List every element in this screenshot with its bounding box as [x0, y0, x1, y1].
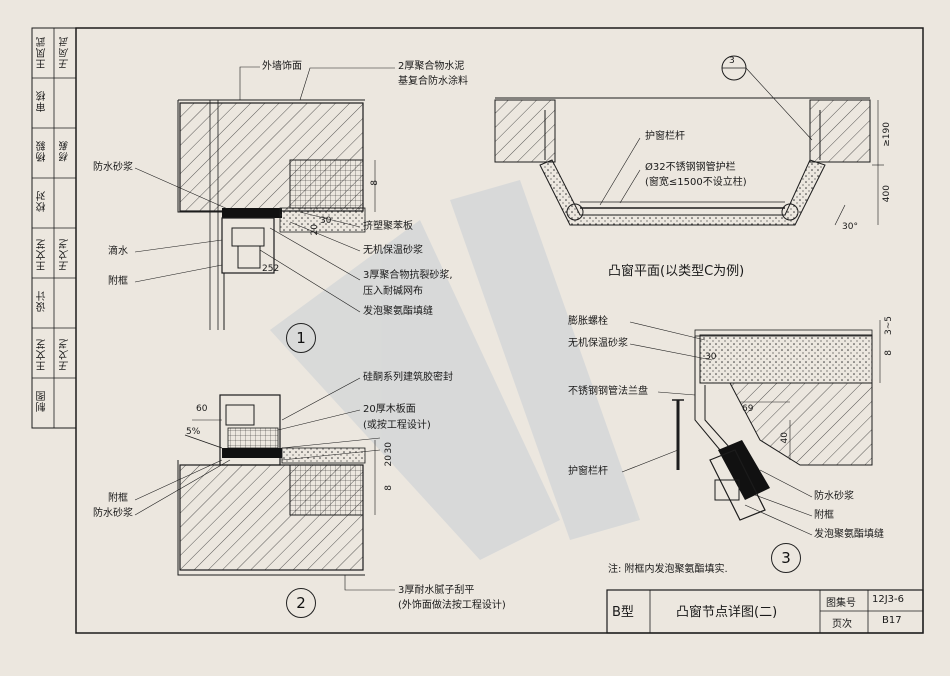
detail-2-number: 2: [286, 588, 316, 618]
sidebar-role-3: 杨毅: [37, 140, 48, 162]
title-block-page-number: B17: [882, 615, 902, 626]
label-anticrack-2: 压入耐碱网布: [363, 286, 423, 297]
detail-2-drawing: [134, 377, 395, 591]
dim-30-d3: 30: [705, 352, 717, 362]
dim-8-d1: 8: [370, 180, 380, 186]
detail-1-number: 1: [286, 323, 316, 353]
sidebar-role-7: 王文芝: [37, 338, 48, 371]
label-steel-pipe-2: (窗宽≤1500不设立柱): [645, 177, 747, 188]
dim-20-d2: 20: [384, 455, 394, 467]
detail-1-drawing: [134, 66, 395, 330]
label-putty: 3厚耐水腻子刮平: [398, 585, 475, 596]
dim-69-d3: 69: [742, 404, 754, 414]
label-flange: 不锈钢钢管法兰盘: [568, 386, 648, 397]
sidebar-signature-3: 杨毅: [60, 140, 71, 162]
dim-60-d2: 60: [196, 404, 208, 414]
sidebar-role-2: 审核: [37, 90, 48, 112]
sidebar-role-6: 设计: [37, 290, 48, 312]
detail-3-number: 3: [771, 543, 801, 573]
label-inorganic-mortar-1: 无机保温砂浆: [363, 245, 423, 256]
label-anticrack: 3厚聚合物抗裂砂浆,: [363, 270, 453, 281]
label-foam-1: 发泡聚氨酯填缝: [363, 306, 433, 317]
watermark: [270, 180, 640, 560]
label-inorganic-mortar-3: 无机保温砂浆: [568, 338, 628, 349]
plan-drawing: [494, 55, 884, 226]
label-expansion-bolt: 膨胀螺栓: [568, 316, 608, 327]
label-xps-board: 挤塑聚苯板: [363, 221, 413, 232]
label-coating-2: 基复合防水涂料: [398, 76, 468, 87]
dim-slope-d2: 5%: [186, 427, 201, 437]
label-sealant: 硅酮系列建筑胶密封: [363, 372, 453, 383]
sidebar-signature-1: 王凤武: [60, 36, 71, 69]
title-block-lines: [606, 589, 924, 634]
label-coating: 2厚聚合物水泥: [398, 61, 465, 72]
label-waterproof-mortar-1: 防水砂浆: [93, 162, 133, 173]
plan-title: 凸窗平面(以类型C为例): [608, 264, 745, 279]
detail-3-drawing: [621, 320, 881, 536]
dim-400-plan: 400: [882, 185, 892, 203]
title-block-type: B型: [612, 605, 634, 620]
label-drip: 滴水: [108, 246, 128, 257]
label-guard-rail-3: 护窗栏杆: [568, 466, 608, 477]
dim-8-d3: 8: [884, 350, 894, 356]
dim-30-d2: 30: [384, 442, 394, 454]
sidebar-role-4: 校对: [37, 190, 48, 212]
label-putty-2: (外饰面做法按工程设计): [398, 600, 506, 611]
dim-252-d1: 252: [262, 264, 280, 274]
dim-190-plan: ≥190: [882, 122, 892, 147]
sidebar-signature-7: 王文芝: [60, 338, 71, 371]
label-wood-board: 20厚木板面: [363, 404, 416, 415]
dim-20-d1: 20: [310, 224, 320, 236]
label-subframe-1: 附框: [108, 276, 128, 287]
dim-30-d1: 30: [320, 216, 332, 226]
label-steel-pipe: Ø32不锈钢钢管护栏: [645, 162, 736, 173]
sidebar-role-8: 制图: [37, 390, 48, 412]
drawing-note: 注: 附框内发泡聚氨酯填实.: [608, 564, 728, 575]
label-subframe-3: 附框: [814, 510, 834, 521]
label-foam-3: 发泡聚氨酯填缝: [814, 529, 884, 540]
label-exterior-finish: 外墙饰面: [262, 61, 302, 72]
plan-reference-number: 3: [729, 56, 735, 66]
dim-angle-plan: 30°: [842, 222, 858, 232]
sidebar-role-1: 王凤武: [37, 36, 48, 69]
title-block-page-label: 页次: [832, 619, 852, 630]
sidebar-signature-5: 王文芝: [60, 238, 71, 271]
label-waterproof-mortar-3: 防水砂浆: [814, 491, 854, 502]
label-subframe-2: 附框: [108, 493, 128, 504]
title-block-title: 凸窗节点详图(二): [676, 605, 778, 620]
label-waterproof-mortar-2: 防水砂浆: [93, 508, 133, 519]
dim-35-d3: 3~5: [884, 316, 894, 335]
title-block-atlas-label: 图集号: [826, 598, 856, 609]
title-block-atlas-number: 12J3-6: [872, 594, 905, 605]
sidebar-role-5: 王文芝: [37, 238, 48, 271]
label-wood-board-2: (或按工程设计): [363, 420, 431, 431]
label-guard-rail-plan: 护窗栏杆: [645, 131, 685, 142]
dim-8-d2: 8: [384, 485, 394, 491]
dim-40-d3: 40: [780, 432, 790, 444]
